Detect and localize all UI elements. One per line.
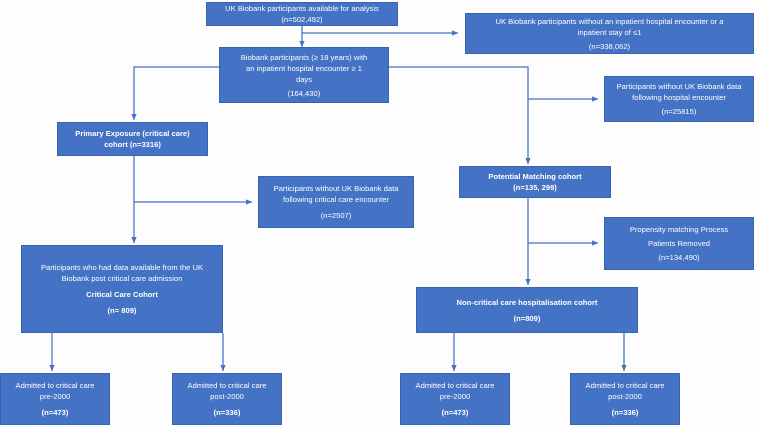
node-count: (n=336) xyxy=(213,408,241,417)
node-text: post-2000 xyxy=(608,392,642,401)
node-cc-post-2000[interactable]: Admitted to critical care post-2000 (n=3… xyxy=(172,373,282,425)
node-no-biobank-data-hospital[interactable]: Participants without UK Biobank data fol… xyxy=(604,76,754,122)
edge-inpatient-to-primary-exposure xyxy=(131,66,219,121)
node-count: (n=134,490) xyxy=(658,253,700,262)
node-count: (n= 809) xyxy=(107,306,137,315)
node-text: Participants without UK Biobank data xyxy=(273,184,399,193)
node-text: pre-2000 xyxy=(439,392,471,401)
node-text: UK Biobank participants available for an… xyxy=(225,4,379,13)
node-count: (n=25815) xyxy=(661,107,697,116)
node-text: pre-2000 xyxy=(39,392,71,401)
node-primary-exposure[interactable]: Primary Exposure (critical care) cohort … xyxy=(57,122,208,156)
node-propensity-removed[interactable]: Propensity matching Process Patients Rem… xyxy=(604,217,754,270)
node-text: Admitted to critical care xyxy=(187,381,267,390)
node-text: Propensity matching Process xyxy=(629,225,729,234)
node-ncc-post-2000[interactable]: Admitted to critical care post-2000 (n=3… xyxy=(570,373,680,425)
node-text: inpatient stay of ≤1 xyxy=(577,27,642,37)
node-count: (164,430) xyxy=(287,88,321,98)
node-no-biobank-data-critical[interactable]: Participants without UK Biobank data fol… xyxy=(258,176,414,228)
node-count: (n=473) xyxy=(441,408,469,417)
node-text: UK Biobank participants without an inpat… xyxy=(495,16,724,26)
edge-inpatient-to-potential-matching xyxy=(389,66,531,165)
node-text: Participants who had data available from… xyxy=(40,263,204,272)
node-non-critical-cohort[interactable]: Non-critical care hospitalisation cohort… xyxy=(416,287,638,333)
node-count: (n=2507) xyxy=(320,211,352,220)
node-text: Admitted to critical care xyxy=(15,381,95,390)
node-inpatient-cohort[interactable]: Biobank participants (≥ 18 years) with a… xyxy=(219,47,389,103)
node-excluded-no-inpatient[interactable]: UK Biobank participants without an inpat… xyxy=(465,13,754,54)
node-count: (n=502,492) xyxy=(281,15,323,24)
node-text: Biobank post critical care admission xyxy=(61,274,183,283)
node-text: following hospital encounter xyxy=(632,93,726,102)
node-text: Patients Removed xyxy=(647,239,711,248)
node-text: Non-critical care hospitalisation cohort xyxy=(456,297,598,307)
node-text: an inpatient hospital encounter ≥ 1 xyxy=(245,63,363,73)
node-text: Admitted to critical care xyxy=(585,381,665,390)
node-ncc-pre-2000[interactable]: Admitted to critical care pre-2000 (n=47… xyxy=(400,373,510,425)
node-text: Admitted to critical care xyxy=(415,381,495,390)
node-count: (n=338,062) xyxy=(588,41,631,51)
node-subtitle: Critical Care Cohort xyxy=(86,290,158,299)
node-text: Primary Exposure (critical care) xyxy=(75,129,190,138)
node-text: following critical care encounter xyxy=(283,195,389,204)
node-count: (n=473) xyxy=(41,408,69,417)
node-count: (n=336) xyxy=(611,408,639,417)
node-available-for-analysis[interactable]: UK Biobank participants available for an… xyxy=(206,2,398,26)
node-cc-pre-2000[interactable]: Admitted to critical care pre-2000 (n=47… xyxy=(0,373,110,425)
node-text: Potential Matching cohort xyxy=(488,172,582,181)
node-potential-matching-cohort[interactable]: Potential Matching cohort (n=135, 299) xyxy=(459,166,611,198)
node-count: cohort (n=3316) xyxy=(104,140,161,149)
node-text: Biobank participants (≥ 18 years) with xyxy=(240,52,368,62)
node-text: days xyxy=(295,74,313,84)
node-count: (n=135, 299) xyxy=(513,183,557,192)
node-count: (n=809) xyxy=(513,313,541,323)
node-critical-care-cohort[interactable]: Participants who had data available from… xyxy=(21,245,223,333)
node-text: Participants without UK Biobank data xyxy=(616,82,742,91)
node-text: post-2000 xyxy=(210,392,244,401)
